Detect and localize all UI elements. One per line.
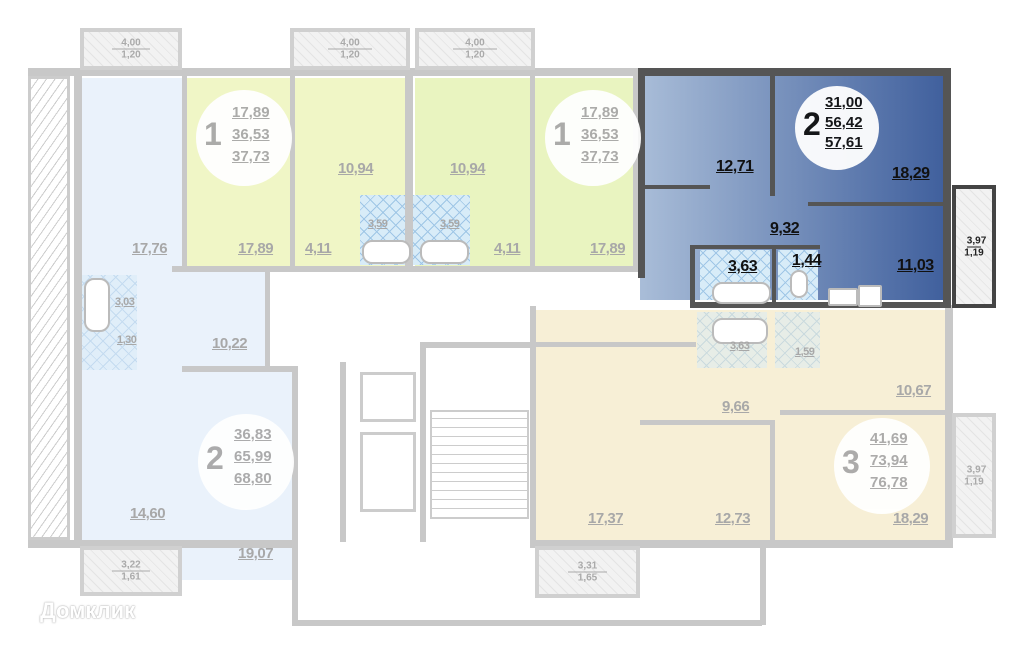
sink-icon (828, 288, 858, 306)
outer-wall-hatch (28, 76, 70, 540)
room-area: 4,11 (305, 240, 332, 257)
room-area: 3,63 (728, 258, 758, 275)
room-area: 3,63 (730, 340, 750, 352)
room-area: 18,29 (893, 510, 929, 527)
room-area: 9,32 (770, 220, 800, 237)
room-area: 1,30 (117, 334, 137, 346)
room-area: 3,59 (368, 218, 388, 230)
room-area: 1,44 (792, 252, 822, 269)
bathtub-icon (84, 278, 110, 332)
room-area: 10,22 (212, 335, 248, 352)
bathtub-icon (712, 282, 771, 304)
room-area: 12,71 (716, 158, 754, 175)
room-area: 3,59 (440, 218, 460, 230)
staircase (430, 410, 529, 519)
room-area: 12,73 (715, 510, 751, 527)
room-area: 14,60 (130, 505, 166, 522)
watermark-logo: Домклик (40, 598, 136, 623)
room-area: 4,11 (494, 240, 521, 257)
bathtub-icon (420, 240, 469, 264)
bathtub-icon (712, 318, 768, 344)
room-area: 3,03 (115, 296, 135, 308)
room-area: 18,29 (892, 165, 930, 182)
room-area: 17,76 (132, 240, 168, 257)
room-area: 1,59 (795, 346, 815, 358)
room-area: 11,03 (897, 257, 934, 274)
room-area: 19,07 (238, 545, 274, 562)
room-area: 17,89 (590, 240, 626, 257)
apartment-left-2room-hall[interactable] (182, 270, 265, 370)
room-area: 10,94 (450, 160, 486, 177)
toilet-icon (790, 270, 808, 298)
bathroom-tile (775, 312, 820, 368)
room-area: 17,37 (588, 510, 624, 527)
stove-icon (858, 285, 882, 307)
room-area: 9,66 (722, 398, 750, 415)
room-area: 10,67 (896, 382, 932, 399)
room-area: 10,94 (338, 160, 374, 177)
bathtub-icon (362, 240, 411, 264)
room-area: 17,89 (238, 240, 274, 257)
